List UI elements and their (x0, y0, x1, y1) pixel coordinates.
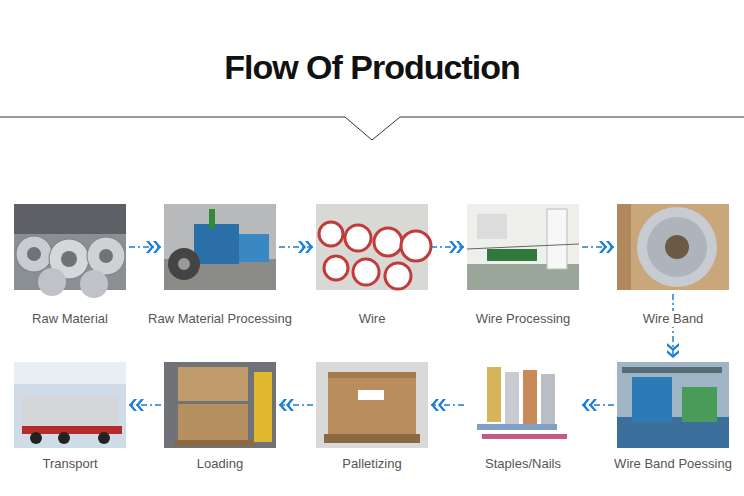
process-box: Wire Processing (467, 204, 579, 290)
photo-palletizing (316, 362, 428, 448)
flow-arrow (431, 246, 464, 248)
photo-raw-material (14, 204, 126, 298)
photo-loading (164, 362, 276, 448)
step-caption: Raw Material (29, 311, 111, 327)
process-box: Palletizing (316, 362, 428, 448)
step-caption: Wire Processing (473, 311, 574, 327)
flow-arrow (129, 404, 161, 406)
process-box: Transport (14, 362, 126, 448)
process-box: Wire (316, 204, 428, 290)
process-box: Wire Band Poessing (617, 362, 729, 448)
photo-wire-processing (467, 204, 579, 290)
step-caption: Wire (356, 311, 389, 327)
step-caption: Palletizing (339, 456, 404, 472)
flow-arrow (279, 404, 313, 406)
photo-wire (316, 204, 431, 290)
process-box: Staples/Nails (467, 362, 579, 448)
process-box: Raw Material (14, 204, 126, 290)
photo-wire-band (617, 204, 729, 290)
photo-band-processing (617, 362, 729, 448)
step-caption: Transport (39, 456, 100, 472)
photo-processing (164, 204, 276, 290)
diagram-title: Flow Of Production (0, 46, 744, 88)
step-caption: Raw Material Processing (145, 311, 295, 327)
flow-arrow (129, 246, 161, 248)
process-box: Raw Material Processing (164, 204, 276, 290)
process-box: Wire Band (617, 204, 729, 290)
step-caption: Wire Band Poessing (611, 456, 735, 472)
flow-arrow (431, 404, 464, 406)
flow-arrow (582, 404, 614, 406)
photo-staples (467, 362, 579, 448)
flow-arrow (279, 246, 313, 248)
flow-arrow (582, 246, 614, 248)
header-rule (0, 117, 744, 140)
photo-transport (14, 362, 126, 448)
step-caption: Wire Band (640, 311, 707, 327)
process-box: Loading (164, 362, 276, 448)
step-caption: Loading (194, 456, 246, 472)
step-caption: Staples/Nails (482, 456, 564, 472)
